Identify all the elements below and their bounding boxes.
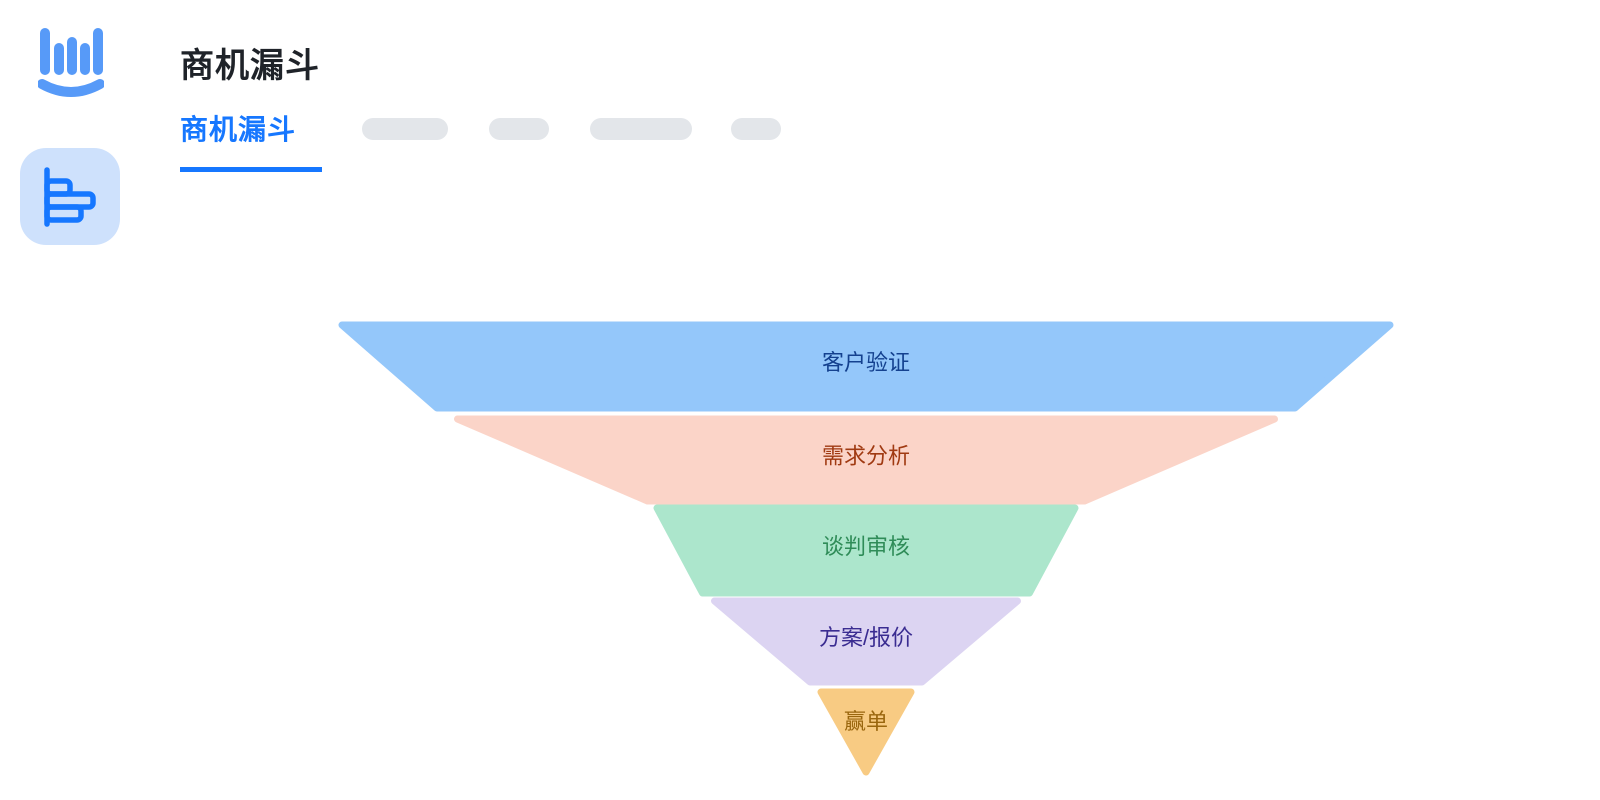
tab-funnel-active[interactable]: 商机漏斗 xyxy=(180,114,297,145)
tab-placeholder-2[interactable] xyxy=(489,118,549,140)
tab-placeholder-3[interactable] xyxy=(590,118,692,140)
funnel-slice-5[interactable] xyxy=(817,688,915,776)
bar-chart-smile-logo-icon xyxy=(38,28,104,97)
tab-placeholder-4[interactable] xyxy=(731,118,781,140)
sidebar-item-funnel-report[interactable] xyxy=(20,148,120,245)
funnel-slice-4[interactable] xyxy=(711,597,1021,686)
funnel-slice-3[interactable] xyxy=(653,504,1079,597)
page-title: 商机漏斗 xyxy=(180,47,320,85)
active-tab-underline xyxy=(180,167,322,172)
tab-placeholder-1[interactable] xyxy=(362,118,448,140)
funnel-slice-2[interactable] xyxy=(454,415,1278,505)
funnel-slice-1[interactable] xyxy=(338,321,1394,412)
horizontal-bar-chart-icon xyxy=(44,166,96,227)
